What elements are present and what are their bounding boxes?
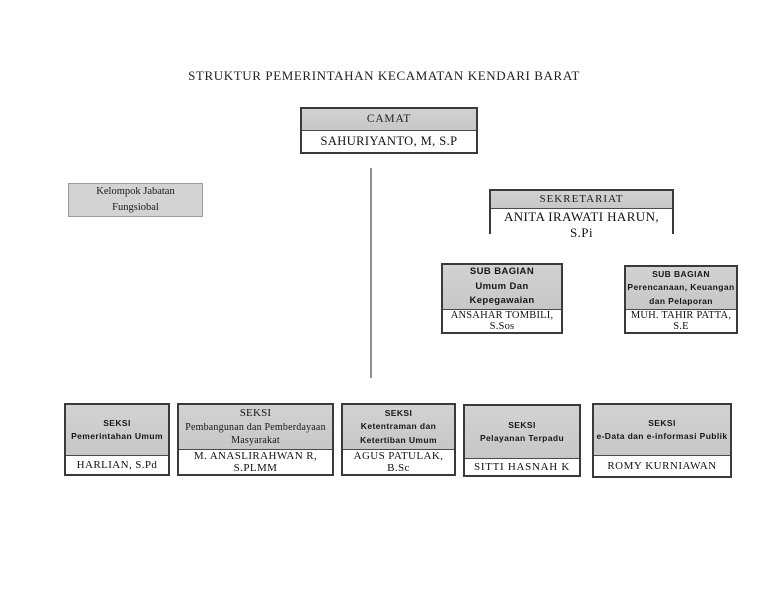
seksi-pembangunan-line1: SEKSI xyxy=(239,407,272,420)
seksi-pemerintahan-line2: Pemerintahan Umum xyxy=(71,431,163,441)
sub-bagian-umum-line2: Umum Dan xyxy=(475,280,529,292)
camat-title: CAMAT xyxy=(302,109,476,131)
sekretariat-box: SEKRETARIAT ANITA IRAWATI HARUN, S.Pi xyxy=(489,189,674,242)
sub-bagian-umum-header: SUB BAGIAN Umum Dan Kepegawaian xyxy=(443,265,561,311)
seksi-pembangunan-line2: Pembangunan dan Pemberdayaan xyxy=(185,421,326,433)
seksi-ketentraman-line2: Ketentraman dan xyxy=(360,421,437,432)
kelompok-jabatan-box: Kelompok Jabatan Fungsiobal xyxy=(68,183,203,217)
seksi-ketentraman-header: SEKSI Ketentraman dan Ketertiban Umum xyxy=(343,405,454,450)
sekretariat-name: ANITA IRAWATI HARUN, S.Pi xyxy=(491,209,672,242)
sub-bagian-umum-line3: Kepegawaian xyxy=(469,295,535,307)
sub-bagian-umum-line1: SUB BAGIAN xyxy=(469,266,535,277)
seksi-pembangunan-box: SEKSI Pembangunan dan Pemberdayaan Masya… xyxy=(177,403,334,476)
sub-bagian-perencanaan-line2: Perencanaan, Keuangan xyxy=(627,282,735,293)
seksi-ketentraman-line3: Ketertiban Umum xyxy=(360,434,437,445)
seksi-pemerintahan-line1: SEKSI xyxy=(103,417,131,428)
kelompok-jabatan-line1: Kelompok Jabatan xyxy=(96,186,175,198)
seksi-edata-box: SEKSI e-Data dan e-informasi Publik ROMY… xyxy=(592,403,732,478)
sub-bagian-perencanaan-line1: SUB BAGIAN xyxy=(652,269,710,280)
seksi-edata-name: ROMY KURNIAWAN xyxy=(594,456,730,476)
sub-bagian-perencanaan-box: SUB BAGIAN Perencanaan, Keuangan dan Pel… xyxy=(624,265,738,334)
seksi-pelayanan-header: SEKSI Pelayanan Terpadu xyxy=(465,406,579,459)
camat-box: CAMAT SAHURIYANTO, M, S.P xyxy=(300,107,478,154)
seksi-pembangunan-header: SEKSI Pembangunan dan Pemberdayaan Masya… xyxy=(179,405,332,450)
seksi-pemerintahan-header: SEKSI Pemerintahan Umum xyxy=(66,405,168,456)
kelompok-jabatan-line2: Fungsiobal xyxy=(112,202,159,213)
sub-bagian-perencanaan-line3: dan Pelaporan xyxy=(649,295,713,306)
camat-connector-line xyxy=(370,168,372,378)
seksi-pemerintahan-name: HARLIAN, S.Pd xyxy=(66,456,168,474)
sub-bagian-perencanaan-header: SUB BAGIAN Perencanaan, Keuangan dan Pel… xyxy=(626,267,736,310)
seksi-pelayanan-line2: Pelayanan Terpadu xyxy=(479,433,565,443)
sub-bagian-umum-box: SUB BAGIAN Umum Dan Kepegawaian ANSAHAR … xyxy=(441,263,563,334)
seksi-ketentraman-name: AGUS PATULAK, B.Sc xyxy=(343,450,454,474)
camat-name: SAHURIYANTO, M, S.P xyxy=(302,131,476,152)
seksi-pembangunan-line3: Masyarakat xyxy=(231,435,280,447)
seksi-ketentraman-line1: SEKSI xyxy=(384,408,413,419)
sub-bagian-perencanaan-name: MUH. TAHIR PATTA, S.E xyxy=(626,310,736,332)
seksi-pelayanan-box: SEKSI Pelayanan Terpadu SITTI HASNAH K xyxy=(463,404,581,477)
seksi-edata-header: SEKSI e-Data dan e-informasi Publik xyxy=(594,405,730,456)
seksi-pelayanan-line1: SEKSI xyxy=(508,419,536,430)
seksi-pembangunan-name: M. ANASLIRAHWAN R, S.PLMM xyxy=(179,450,332,474)
seksi-edata-line2: e-Data dan e-informasi Publik xyxy=(596,431,728,441)
sekretariat-title: SEKRETARIAT xyxy=(491,191,672,210)
page-title: STRUKTUR PEMERINTAHAN KECAMATAN KENDARI … xyxy=(188,68,580,83)
seksi-pemerintahan-box: SEKSI Pemerintahan Umum HARLIAN, S.Pd xyxy=(64,403,170,476)
sub-bagian-umum-name: ANSAHAR TOMBILI, S.Sos xyxy=(443,310,561,333)
seksi-ketentraman-box: SEKSI Ketentraman dan Ketertiban Umum AG… xyxy=(341,403,456,476)
seksi-edata-line1: SEKSI xyxy=(648,417,676,428)
seksi-pelayanan-name: SITTI HASNAH K xyxy=(465,459,579,475)
